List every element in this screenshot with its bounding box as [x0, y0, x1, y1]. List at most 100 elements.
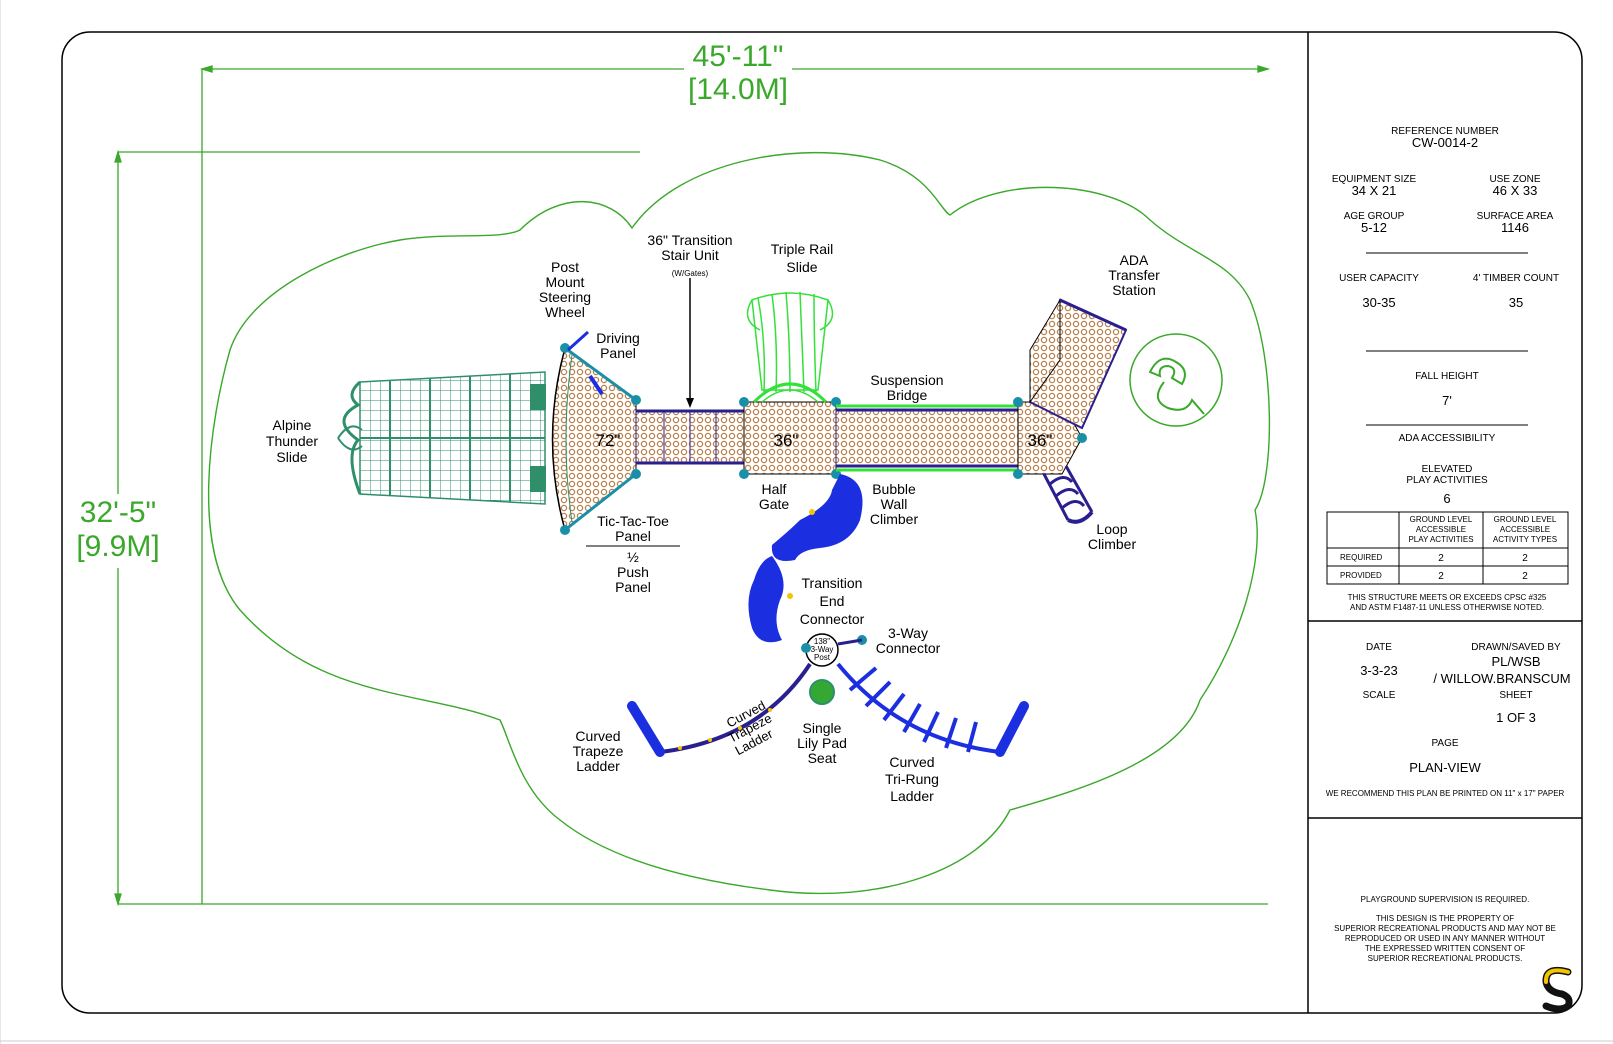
th-2-line-3: ACTIVITY TYPES [1493, 535, 1557, 544]
elevated-value: 6 [1443, 491, 1450, 506]
push-label-3: Panel [615, 579, 651, 595]
steering-label-1: Post [551, 259, 579, 275]
page-label: PAGE [1431, 738, 1458, 749]
steering-label-3: Steering [539, 289, 591, 305]
fall-height-label: FALL HEIGHT [1415, 371, 1479, 382]
deck-height-72: 72" [596, 431, 621, 450]
alpine-thunder-slide [337, 371, 546, 505]
threeway-label-1: 3-Way [888, 625, 928, 641]
scale-label: SCALE [1363, 690, 1396, 701]
reference-label: REFERENCE NUMBER [1391, 126, 1499, 137]
page-value: PLAN-VIEW [1409, 760, 1481, 775]
trapeze-label-1: Curved [575, 728, 620, 744]
stair-note: (W/Gates) [672, 269, 709, 278]
loop-climber [1042, 465, 1094, 524]
transition-end-label-3: Connector [800, 611, 865, 627]
three-way-post: 138" 3-Way Post [801, 633, 867, 667]
lily-label-2: Lily Pad [797, 735, 847, 751]
property-line-2: SUPERIOR RECREATIONAL PRODUCTS AND MAY N… [1334, 924, 1556, 933]
deck-72 [551, 330, 641, 535]
sheet-frame [61, 31, 1583, 1014]
width-label-mask [684, 40, 792, 104]
surface-area-label: SURFACE AREA [1477, 211, 1554, 222]
suspension-label-1: Suspension [870, 372, 943, 388]
property-line-3: REPRODUCED OR USED IN ANY MANNER WITHOUT [1345, 934, 1545, 943]
property-line-1: THIS DESIGN IS THE PROPERTY OF [1376, 914, 1514, 923]
halfgate-label-2: Gate [759, 496, 790, 512]
th-1-line-1: GROUND LEVEL [1410, 515, 1473, 524]
push-label-1: ½ [627, 549, 639, 565]
property-line-5: SUPERIOR RECREATIONAL PRODUCTS. [1368, 954, 1523, 963]
height-dimension-metric: [9.9M] [76, 530, 159, 563]
elevated-label-1: ELEVATED [1422, 464, 1473, 475]
ada-label-3: Station [1112, 282, 1156, 298]
equipment-size-value: 34 X 21 [1352, 183, 1397, 198]
post-tag-1: 138" [814, 637, 830, 646]
date-value: 3-3-23 [1360, 663, 1398, 678]
height-dimension-ft: 32'-5" [80, 496, 156, 529]
drawn-value-2: / WILLOW.BRANSCUM [1433, 671, 1570, 686]
tictac-label-1: Tic-Tac-Toe [597, 513, 669, 529]
reference-value: CW-0014-2 [1412, 135, 1478, 150]
transition-end-label-2: End [820, 593, 845, 609]
equipment-size-label: EQUIPMENT SIZE [1332, 174, 1417, 185]
curved-tri-rung-ladder [836, 662, 1029, 757]
th-1-line-2: ACCESSIBLE [1416, 525, 1466, 534]
row-required-v1: 2 [1438, 553, 1444, 564]
triple-label-2: Slide [786, 259, 817, 275]
push-label-2: Push [617, 564, 649, 580]
curved-trapeze-ladder [627, 662, 812, 757]
trirung-label-3: Ladder [890, 788, 934, 804]
width-dimension-metric: [14.0M] [688, 73, 788, 106]
elevated-label-2: PLAY ACTIVITIES [1406, 475, 1488, 486]
use-zone-outline [207, 151, 1271, 895]
bubble-label-2: Wall [881, 496, 908, 512]
ada-label-1: ADA [1120, 252, 1149, 268]
age-group-label: AGE GROUP [1344, 211, 1405, 222]
use-zone-label: USE ZONE [1489, 174, 1540, 185]
row-provided-v2: 2 [1522, 571, 1528, 582]
use-zone-value: 46 X 33 [1493, 183, 1538, 198]
component-labels: Alpine Thunder Slide Post Mount Steering… [266, 232, 1160, 804]
supervision-note: PLAYGROUND SUPERVISION IS REQUIRED. [1361, 895, 1530, 904]
cpsc-note-1: THIS STRUCTURE MEETS OR EXCEEDS CPSC #32… [1348, 593, 1547, 602]
threeway-label-2: Connector [876, 640, 941, 656]
stair-unit [635, 278, 745, 465]
row-provided-v1: 2 [1438, 571, 1444, 582]
lily-pad-seat [809, 679, 835, 705]
date-label: DATE [1366, 642, 1392, 653]
property-line-4: THE EXPRESSED WRITTEN CONSENT OF [1365, 944, 1525, 953]
ada-transfer-station [1028, 298, 1223, 430]
ada-accessibility-label: ADA ACCESSIBILITY [1399, 433, 1496, 444]
height-dimension [114, 149, 1268, 907]
lily-label-1: Single [803, 720, 842, 736]
steering-label-4: Wheel [545, 304, 585, 320]
suspension-label-2: Bridge [887, 387, 928, 403]
timber-value: 35 [1509, 295, 1523, 310]
row-required-label: REQUIRED [1340, 553, 1382, 562]
timber-label: 4' TIMBER COUNT [1473, 273, 1559, 284]
trirung-label-2: Tri-Rung [885, 771, 939, 787]
row-required-v2: 2 [1522, 553, 1528, 564]
th-2-line-2: ACCESSIBLE [1500, 525, 1550, 534]
lily-label-3: Seat [808, 750, 837, 766]
user-capacity-value: 30-35 [1362, 295, 1395, 310]
company-logo [1542, 966, 1573, 1013]
ada-label-2: Transfer [1108, 267, 1160, 283]
transition-end-label-1: Transition [802, 575, 863, 591]
print-note: WE RECOMMEND THIS PLAN BE PRINTED ON 11"… [1326, 789, 1565, 798]
drawn-label: DRAWN/SAVED BY [1471, 642, 1561, 653]
cpsc-note-2: AND ASTM F1487-11 UNLESS OTHERWISE NOTED… [1350, 603, 1544, 612]
post-tag-3: Post [814, 653, 831, 662]
loop-label-2: Climber [1088, 536, 1137, 552]
alpine-label-3: Slide [276, 449, 307, 465]
driving-label-1: Driving [596, 330, 640, 346]
trirung-label-1: Curved [889, 754, 934, 770]
suspension-bridge [835, 404, 1019, 472]
age-group-value: 5-12 [1361, 220, 1387, 235]
triple-label-1: Triple Rail [771, 241, 834, 257]
title-block: REFERENCE NUMBER CW-0014-2 EQUIPMENT SIZ… [1326, 126, 1573, 1013]
stair-label-2: Stair Unit [661, 247, 719, 263]
deck-height-36-right: 36" [1028, 431, 1053, 450]
tictac-label-2: Panel [615, 528, 651, 544]
